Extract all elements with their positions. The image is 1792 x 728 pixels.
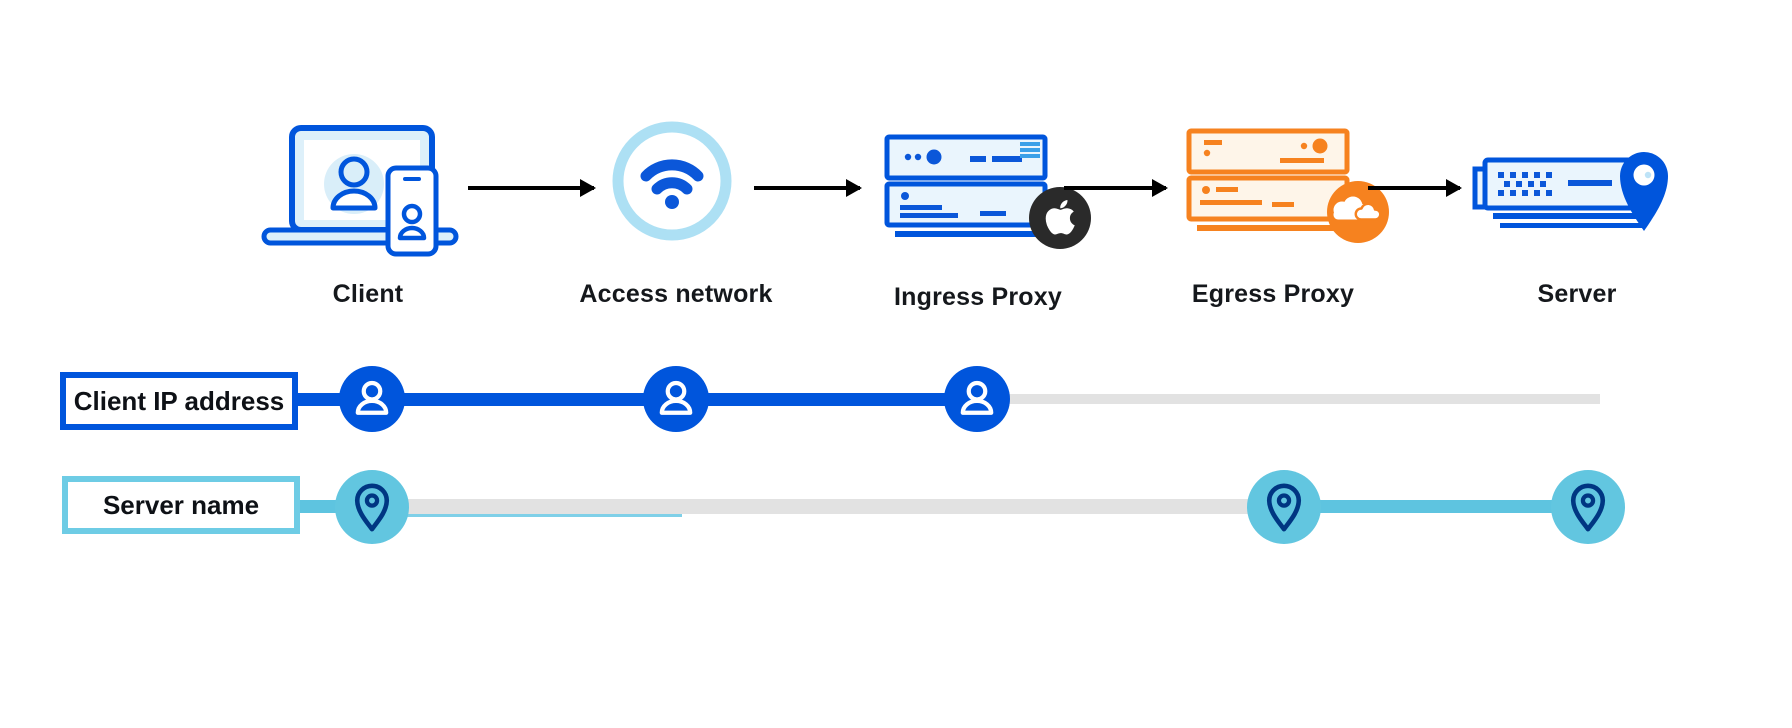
- client-devices-icon: [261, 125, 459, 257]
- flow-arrow-1: [468, 179, 596, 197]
- pin-marker-client: [335, 470, 409, 544]
- server-name-track-hidden-segment: [372, 499, 1284, 514]
- server-stack-blue-icon: [884, 134, 1091, 249]
- flow-arrow-4: [1368, 179, 1462, 197]
- person-marker-ingress-proxy: [944, 366, 1010, 432]
- node-label-access-network: Access network: [579, 280, 773, 308]
- location-pin-icon: [1570, 483, 1606, 532]
- person-icon: [960, 380, 994, 415]
- node-label-egress-proxy: Egress Proxy: [1191, 280, 1355, 308]
- person-icon: [355, 380, 389, 415]
- server-name-label-box: Server name: [62, 476, 300, 534]
- wifi-icon: [612, 121, 732, 241]
- pin-marker-server: [1551, 470, 1625, 544]
- person-icon: [659, 380, 693, 415]
- node-label-ingress-proxy: Ingress Proxy: [894, 283, 1062, 311]
- client-ip-track-hidden-segment: [979, 394, 1600, 404]
- client-ip-track-visible-segment: [296, 393, 979, 406]
- node-label-server: Server: [1537, 280, 1617, 308]
- server-name-track-underline: [372, 514, 682, 517]
- client-ip-address-label-box: Client IP address: [60, 372, 298, 430]
- flow-arrow-3: [1064, 179, 1168, 197]
- pin-marker-egress-proxy: [1247, 470, 1321, 544]
- location-pin-icon: [1620, 152, 1668, 231]
- server-name-label: Server name: [102, 489, 260, 520]
- server-name-track-visible-segment: [1284, 500, 1588, 513]
- cloudflare-logo-icon: [1327, 181, 1389, 243]
- location-pin-icon: [354, 483, 390, 532]
- person-marker-client: [339, 366, 405, 432]
- flow-arrow-2: [754, 179, 862, 197]
- server-location-icon: [1472, 152, 1668, 231]
- person-marker-access-network: [643, 366, 709, 432]
- server-stack-orange-icon: [1186, 128, 1389, 243]
- location-pin-icon: [1266, 483, 1302, 532]
- client-ip-address-label: Client IP address: [73, 385, 285, 416]
- node-label-client: Client: [332, 280, 404, 308]
